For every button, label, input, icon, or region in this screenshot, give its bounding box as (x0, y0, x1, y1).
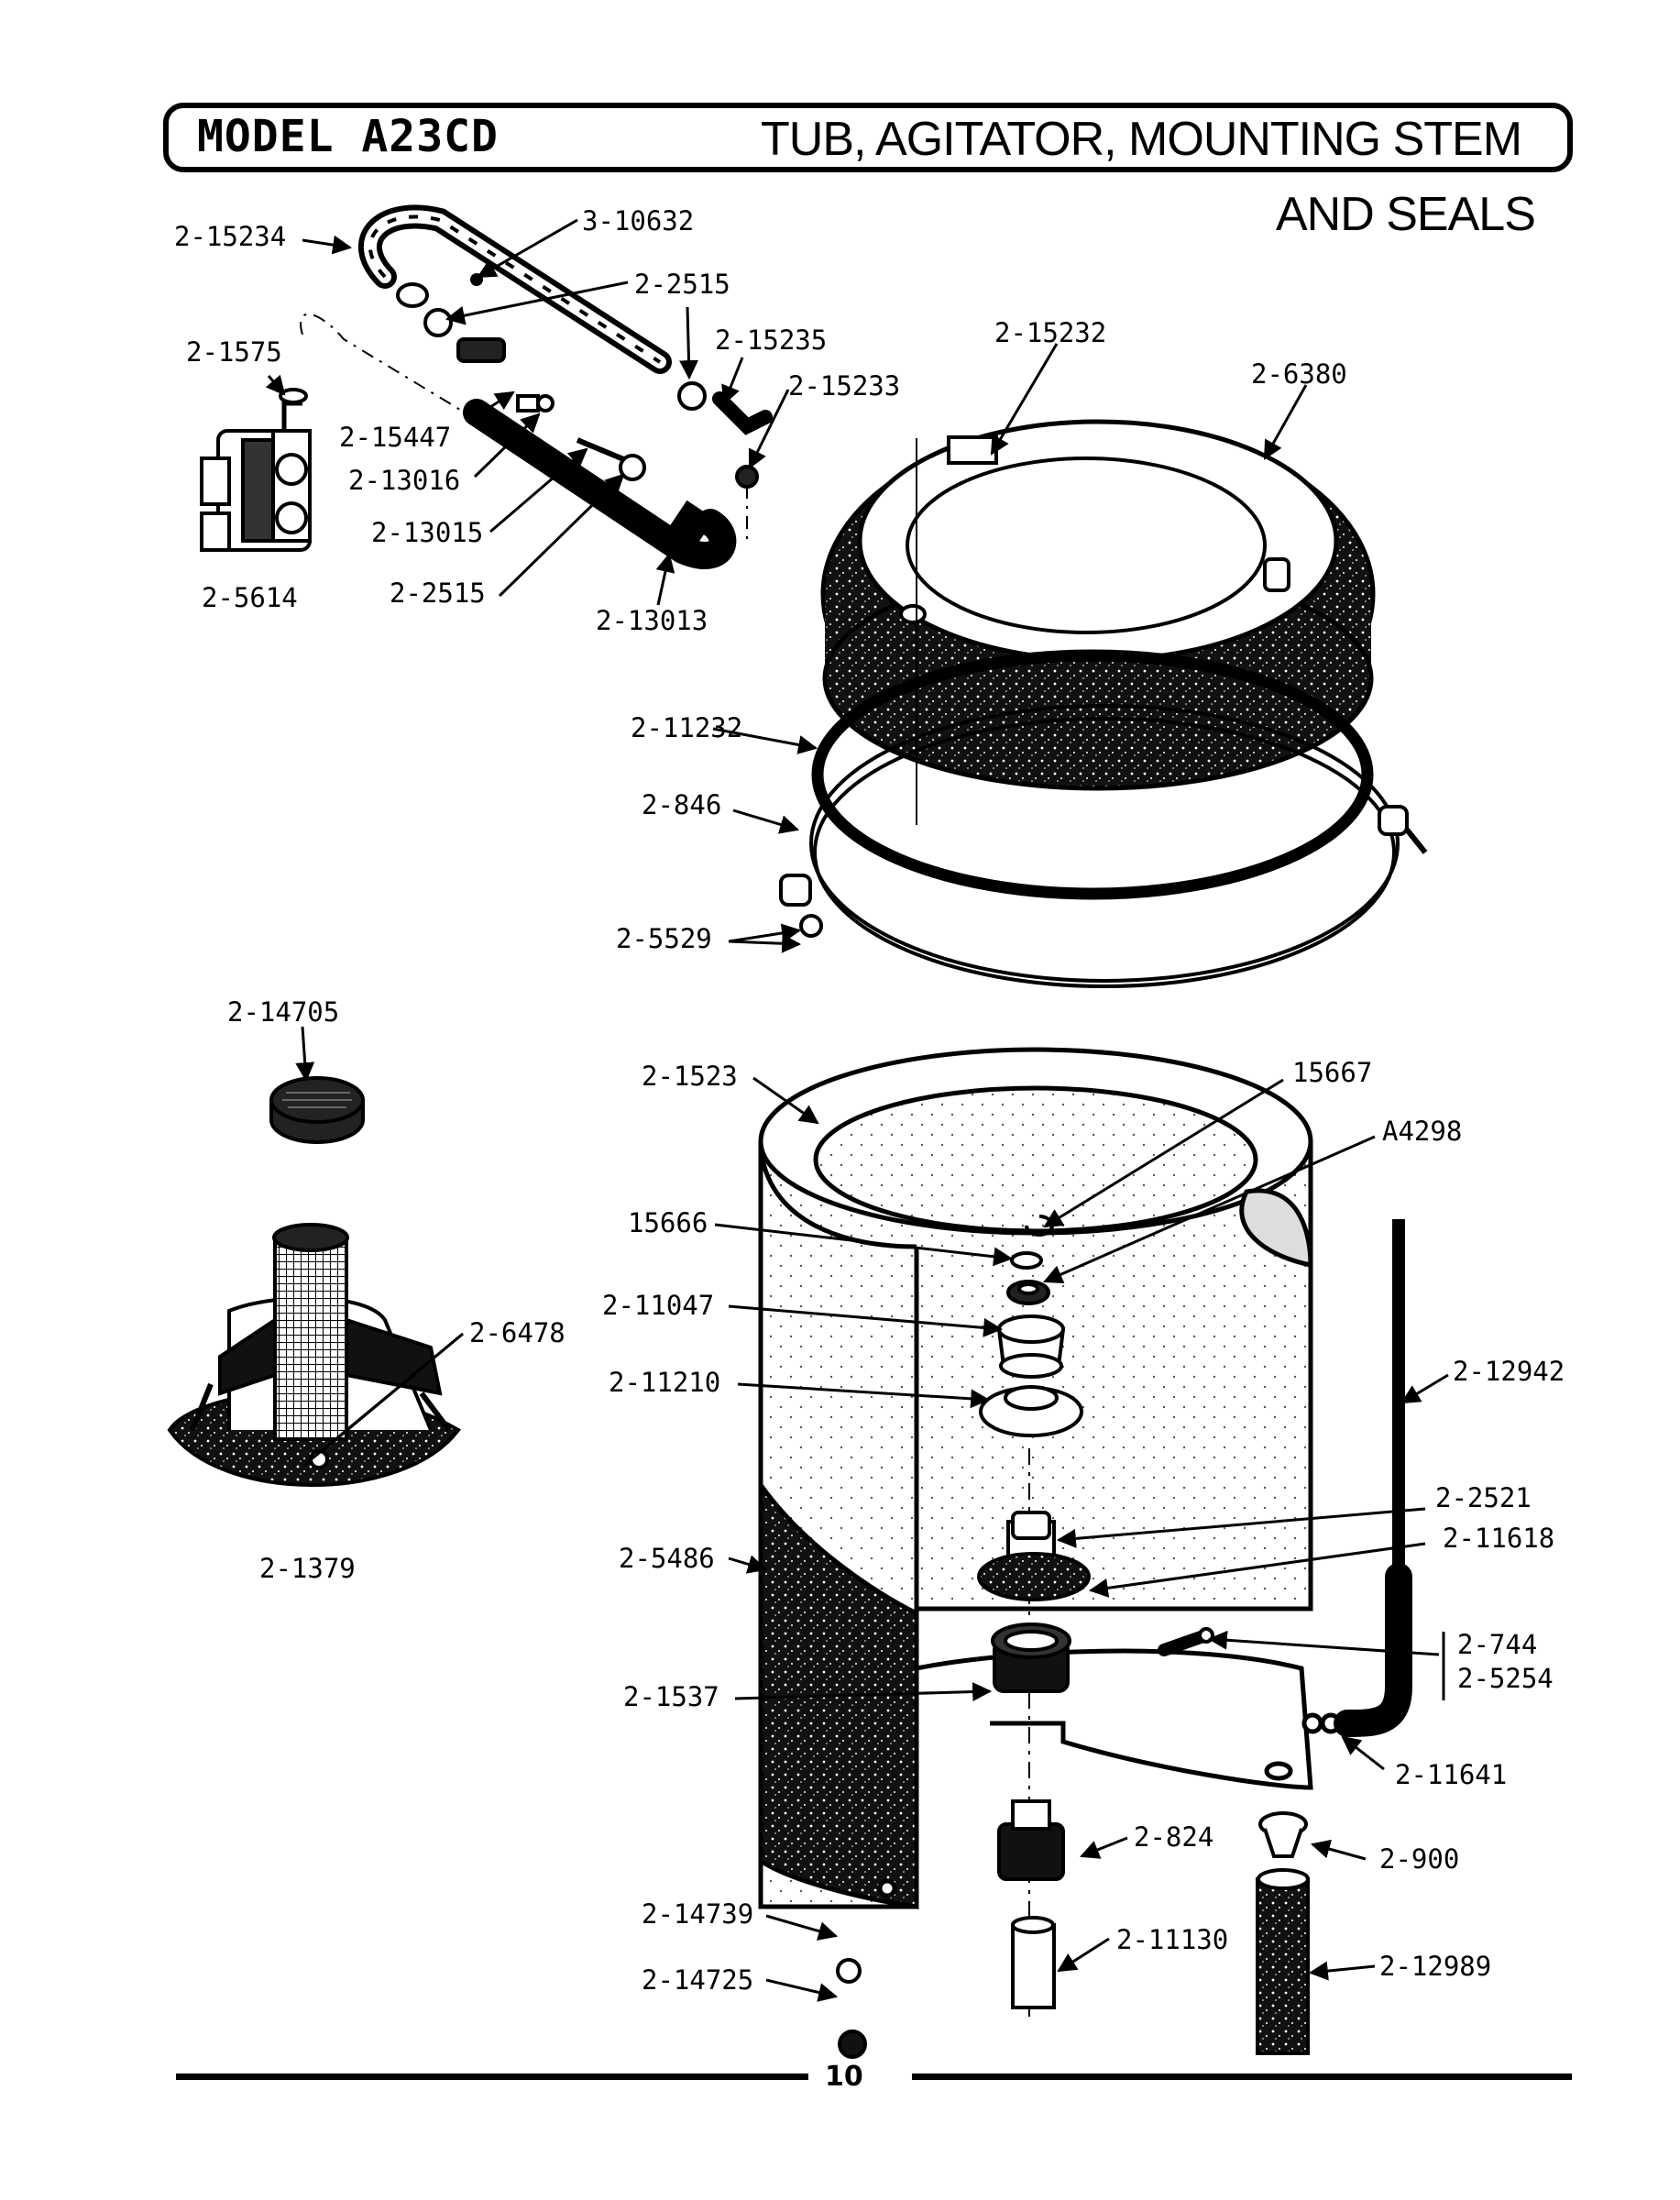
part-label: 2-11618 (1443, 1523, 1555, 1554)
part-label: 2-11130 (1116, 1924, 1229, 1955)
part-label: 2-1537 (623, 1681, 719, 1712)
part-label: 2-15233 (788, 370, 901, 402)
part-label: 2-2521 (1435, 1482, 1532, 1513)
part-label: 2-14725 (642, 1964, 754, 1996)
page-title: TUB, AGITATOR, MOUNTING STEM (761, 113, 1522, 166)
part-label: 2-11232 (631, 712, 743, 743)
part-label: 2-744 (1457, 1629, 1538, 1660)
page-subtitle: AND SEALS (1276, 188, 1536, 241)
part-label: 2-15234 (174, 221, 287, 252)
part-label: 3-10632 (582, 205, 695, 236)
drain-hose-2-13013 (463, 399, 737, 569)
agitator-cap-2-14705 (269, 1076, 365, 1144)
part-label: A4298 (1382, 1116, 1463, 1147)
water-valve-2-5614 (200, 388, 312, 552)
tub-cover-2-6380 (820, 419, 1376, 825)
part-label: 2-2515 (634, 269, 730, 300)
part-label: 2-12989 (1379, 1951, 1492, 1982)
part-label: 2-13015 (371, 517, 484, 548)
part-label: 2-15447 (339, 422, 452, 453)
hose-end (396, 282, 429, 308)
right-side-parts (836, 1219, 1412, 2059)
tub-ring-2-846 (779, 704, 1428, 988)
part-label: 2-11047 (602, 1290, 715, 1321)
part-label: 2-900 (1379, 1843, 1460, 1875)
part-label: 2-5614 (202, 582, 298, 613)
small-fittings (423, 273, 773, 489)
part-label: 2-14739 (642, 1898, 754, 1930)
part-label: 2-1575 (186, 336, 282, 368)
guide-dash-line (300, 313, 748, 545)
fill-hose-2-15234 (357, 204, 672, 374)
part-label: 2-15232 (994, 317, 1107, 348)
outer-tub-2-1523 (758, 1047, 1342, 1909)
part-label: 2-1379 (259, 1553, 356, 1584)
part-label: 2-14705 (227, 996, 340, 1028)
part-label: 2-13013 (596, 605, 708, 636)
part-label: 2-5529 (616, 923, 712, 954)
part-label: 2-1523 (642, 1061, 738, 1092)
part-label: 2-6380 (1251, 358, 1347, 390)
tub-gasket-2-11232 (811, 649, 1374, 900)
title-frame (163, 103, 1573, 172)
part-label: 15666 (628, 1207, 708, 1238)
leader-lines (265, 218, 1449, 2002)
part-label: 2-2515 (390, 578, 486, 609)
seal-stack (977, 1215, 1091, 2017)
footer-rule-right (912, 2074, 1572, 2080)
part-label: 2-11641 (1395, 1759, 1508, 1790)
model-number: MODEL A23CD (197, 111, 499, 162)
part-label: 2-5254 (1457, 1663, 1554, 1694)
agitator-2-1379 (167, 1223, 461, 1487)
part-label: 15667 (1292, 1057, 1373, 1088)
part-label: 2-824 (1134, 1821, 1214, 1853)
part-label: 2-5486 (619, 1543, 715, 1574)
part-label: 2-15235 (715, 324, 828, 356)
part-label: 2-11210 (609, 1367, 721, 1398)
part-label: 2-13016 (348, 465, 461, 496)
page-number: 10 (825, 2061, 863, 2093)
part-label: 2-846 (642, 789, 722, 820)
part-label: 2-12942 (1453, 1356, 1565, 1387)
footer-rule-left (176, 2074, 808, 2080)
part-label: 2-6478 (469, 1317, 565, 1348)
